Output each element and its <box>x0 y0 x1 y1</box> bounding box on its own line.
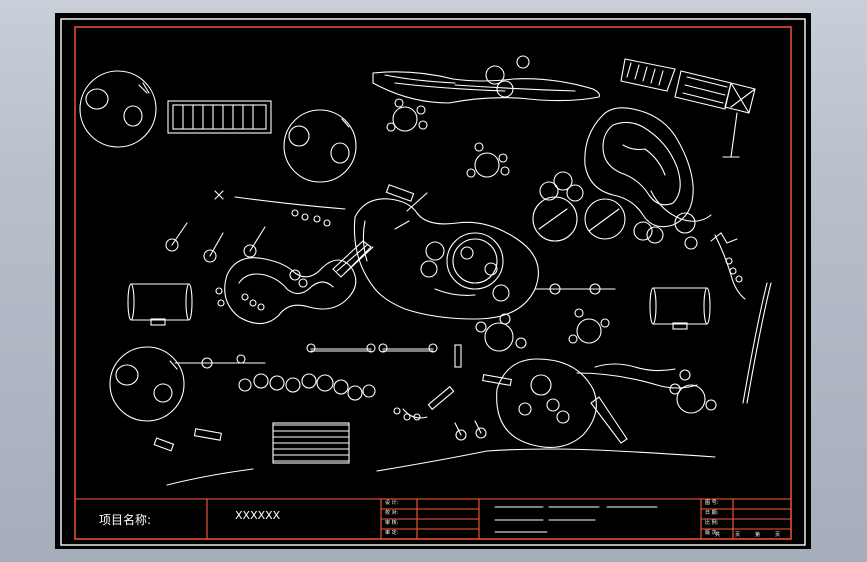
stepping-pods-3 <box>475 308 717 414</box>
sheet-total-label: 共 <box>715 532 721 538</box>
drawing-sheet <box>60 18 806 546</box>
title-block <box>74 498 792 540</box>
project-name-value: XXXXXX <box>235 509 281 522</box>
info-row-scale: 比 例: <box>705 520 719 526</box>
tunnel-crawler <box>215 240 374 325</box>
sign-row-design: 设 计: <box>385 500 399 506</box>
project-name-label: 项目名称: <box>99 513 152 527</box>
title-block-fill-lines <box>494 506 658 533</box>
spring-riders-left <box>165 222 266 263</box>
info-row-drawing-no: 图 号: <box>705 500 719 506</box>
central-play-hill <box>353 184 539 320</box>
play-sphere-middle <box>283 109 357 183</box>
chain-climber-right <box>710 232 772 404</box>
stepping-pods-1 <box>386 98 428 132</box>
slide-top-right <box>620 58 756 158</box>
spring-riders-bottom <box>454 420 487 441</box>
balance-beams-middle <box>174 283 616 369</box>
sign-row-check: 校 对: <box>385 510 399 516</box>
cad-viewport[interactable]: 项目名称: XXXXXX 设 计: 校 对: 审 核: 审 定: 图 号: 日 … <box>55 13 811 549</box>
info-row-date: 日 期: <box>705 510 719 516</box>
compass-cross-icon <box>214 190 346 227</box>
ladder-bridge-top <box>167 100 272 134</box>
sheet-current-unit: 页 <box>775 532 781 538</box>
stepping-rings-row <box>238 373 376 401</box>
combo-play-structure-right <box>532 107 712 250</box>
play-sphere-bottom-left <box>109 346 185 422</box>
path-edges <box>166 372 716 486</box>
sand-play-area <box>496 358 676 448</box>
sign-row-approve: 审 定: <box>385 530 399 536</box>
sheet-current-label: 第 <box>755 532 761 538</box>
spinner-drums <box>127 283 711 330</box>
logs-scattered <box>153 344 512 452</box>
sheet-total-unit: 页 <box>735 532 741 538</box>
sign-row-review: 审 核: <box>385 520 399 526</box>
info-row-version: 版 次: <box>705 530 719 536</box>
log-climber-top <box>372 55 600 104</box>
play-sphere-top-left <box>79 70 157 148</box>
plank-bridge-bottom <box>272 422 350 464</box>
drawing-frame <box>74 26 792 540</box>
stepping-pods-2 <box>466 142 510 178</box>
outer-border <box>60 18 806 546</box>
